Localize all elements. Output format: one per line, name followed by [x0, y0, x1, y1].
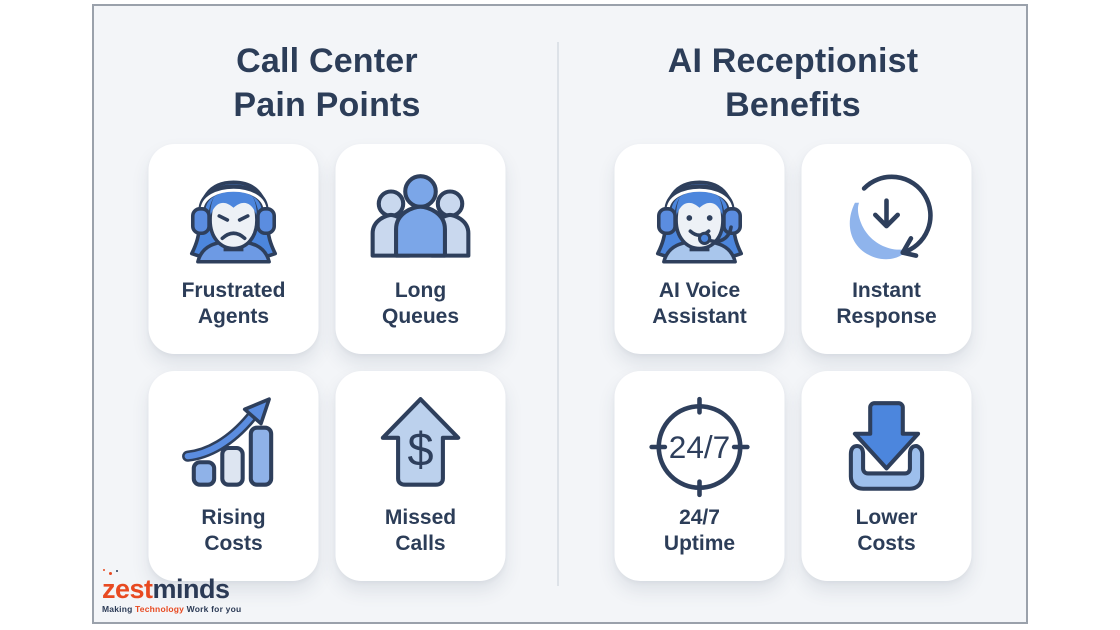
label-line: Calls	[395, 532, 446, 556]
zestminds-logo: zestminds Making Technology Work for you	[102, 569, 241, 614]
logo-tagline: Making Technology Work for you	[102, 604, 241, 614]
tagline-suffix: Work for you	[184, 604, 242, 614]
card-instant-response: Instant Response	[801, 144, 972, 354]
logo-sparkle	[109, 572, 112, 575]
ai-voice-assistant-icon	[655, 180, 744, 264]
label-line: Queues	[381, 305, 460, 329]
label-line: Rising	[201, 506, 266, 529]
card-rising-costs: Rising Costs	[148, 371, 319, 581]
card-label: Frustrated Agents	[182, 278, 286, 331]
label-line: Costs	[204, 532, 263, 556]
pain-points-title: Call Center Pain Points	[94, 40, 560, 127]
title-line: Pain Points	[233, 85, 421, 124]
card-frustrated-agents: Frustrated Agents	[148, 144, 319, 354]
title-line: Benefits	[725, 85, 861, 124]
24-7-clock-icon: 24/7	[649, 396, 750, 498]
long-queues-icon	[370, 174, 471, 258]
card-label: AI Voice Assistant	[652, 278, 747, 331]
pain-points-grid: Frustrated Agents Long	[148, 144, 506, 581]
label-line: Assistant	[652, 305, 747, 329]
card-label: Missed Calls	[385, 505, 456, 558]
label-line: Response	[836, 305, 937, 329]
label-line: Uptime	[663, 532, 736, 556]
pain-points-column: Call Center Pain Points	[94, 6, 560, 622]
label-line: Missed	[384, 506, 457, 529]
tagline-highlight: Technology	[135, 604, 185, 614]
logo-sparkle	[103, 569, 105, 571]
title-line: AI Receptionist	[667, 42, 919, 80]
rising-costs-icon	[182, 397, 274, 487]
clock-text: 24/7	[669, 429, 730, 465]
column-divider	[557, 42, 559, 586]
card-label: Rising Costs	[201, 505, 265, 558]
label-line: 24/7	[679, 506, 720, 529]
infographic-panel: Call Center Pain Points	[92, 4, 1028, 624]
card-label: Long Queues	[382, 278, 459, 331]
card-long-queues: Long Queues	[335, 144, 506, 354]
logo-text-minds: minds	[152, 574, 231, 604]
card-label: 24/7 Uptime	[664, 505, 735, 558]
label-line: Lower	[855, 506, 918, 529]
card-lower-costs: Lower Costs	[801, 371, 972, 581]
logo-wordmark: zestminds	[102, 569, 241, 604]
benefits-column: AI Receptionist Benefits	[560, 6, 1026, 622]
lower-costs-icon	[848, 401, 925, 491]
dollar-glyph: $	[407, 423, 433, 475]
missed-calls-icon: $	[380, 397, 461, 487]
card-ai-voice-assistant: AI Voice Assistant	[614, 144, 785, 354]
benefits-title: AI Receptionist Benefits	[560, 40, 1026, 127]
logo-sparkle	[116, 570, 118, 572]
card-missed-calls: $ Missed Calls	[335, 371, 506, 581]
instant-response-icon	[849, 174, 933, 260]
tagline-prefix: Making	[102, 604, 136, 614]
label-line: AI Voice	[658, 279, 741, 302]
label-line: Instant	[852, 279, 921, 302]
card-24-7-uptime: 24/7 24/7 Uptime	[614, 371, 785, 581]
benefits-grid: AI Voice Assistant Instant Response	[614, 144, 972, 581]
logo-text-zest: zest	[102, 574, 153, 604]
card-label: Lower Costs	[856, 505, 918, 558]
title-line: Call Center	[236, 42, 418, 80]
label-line: Long	[394, 279, 447, 302]
label-line: Frustrated	[181, 279, 286, 302]
frustrated-agent-icon	[189, 180, 278, 264]
card-label: Instant Response	[836, 278, 936, 331]
label-line: Costs	[857, 532, 916, 556]
label-line: Agents	[197, 305, 270, 329]
